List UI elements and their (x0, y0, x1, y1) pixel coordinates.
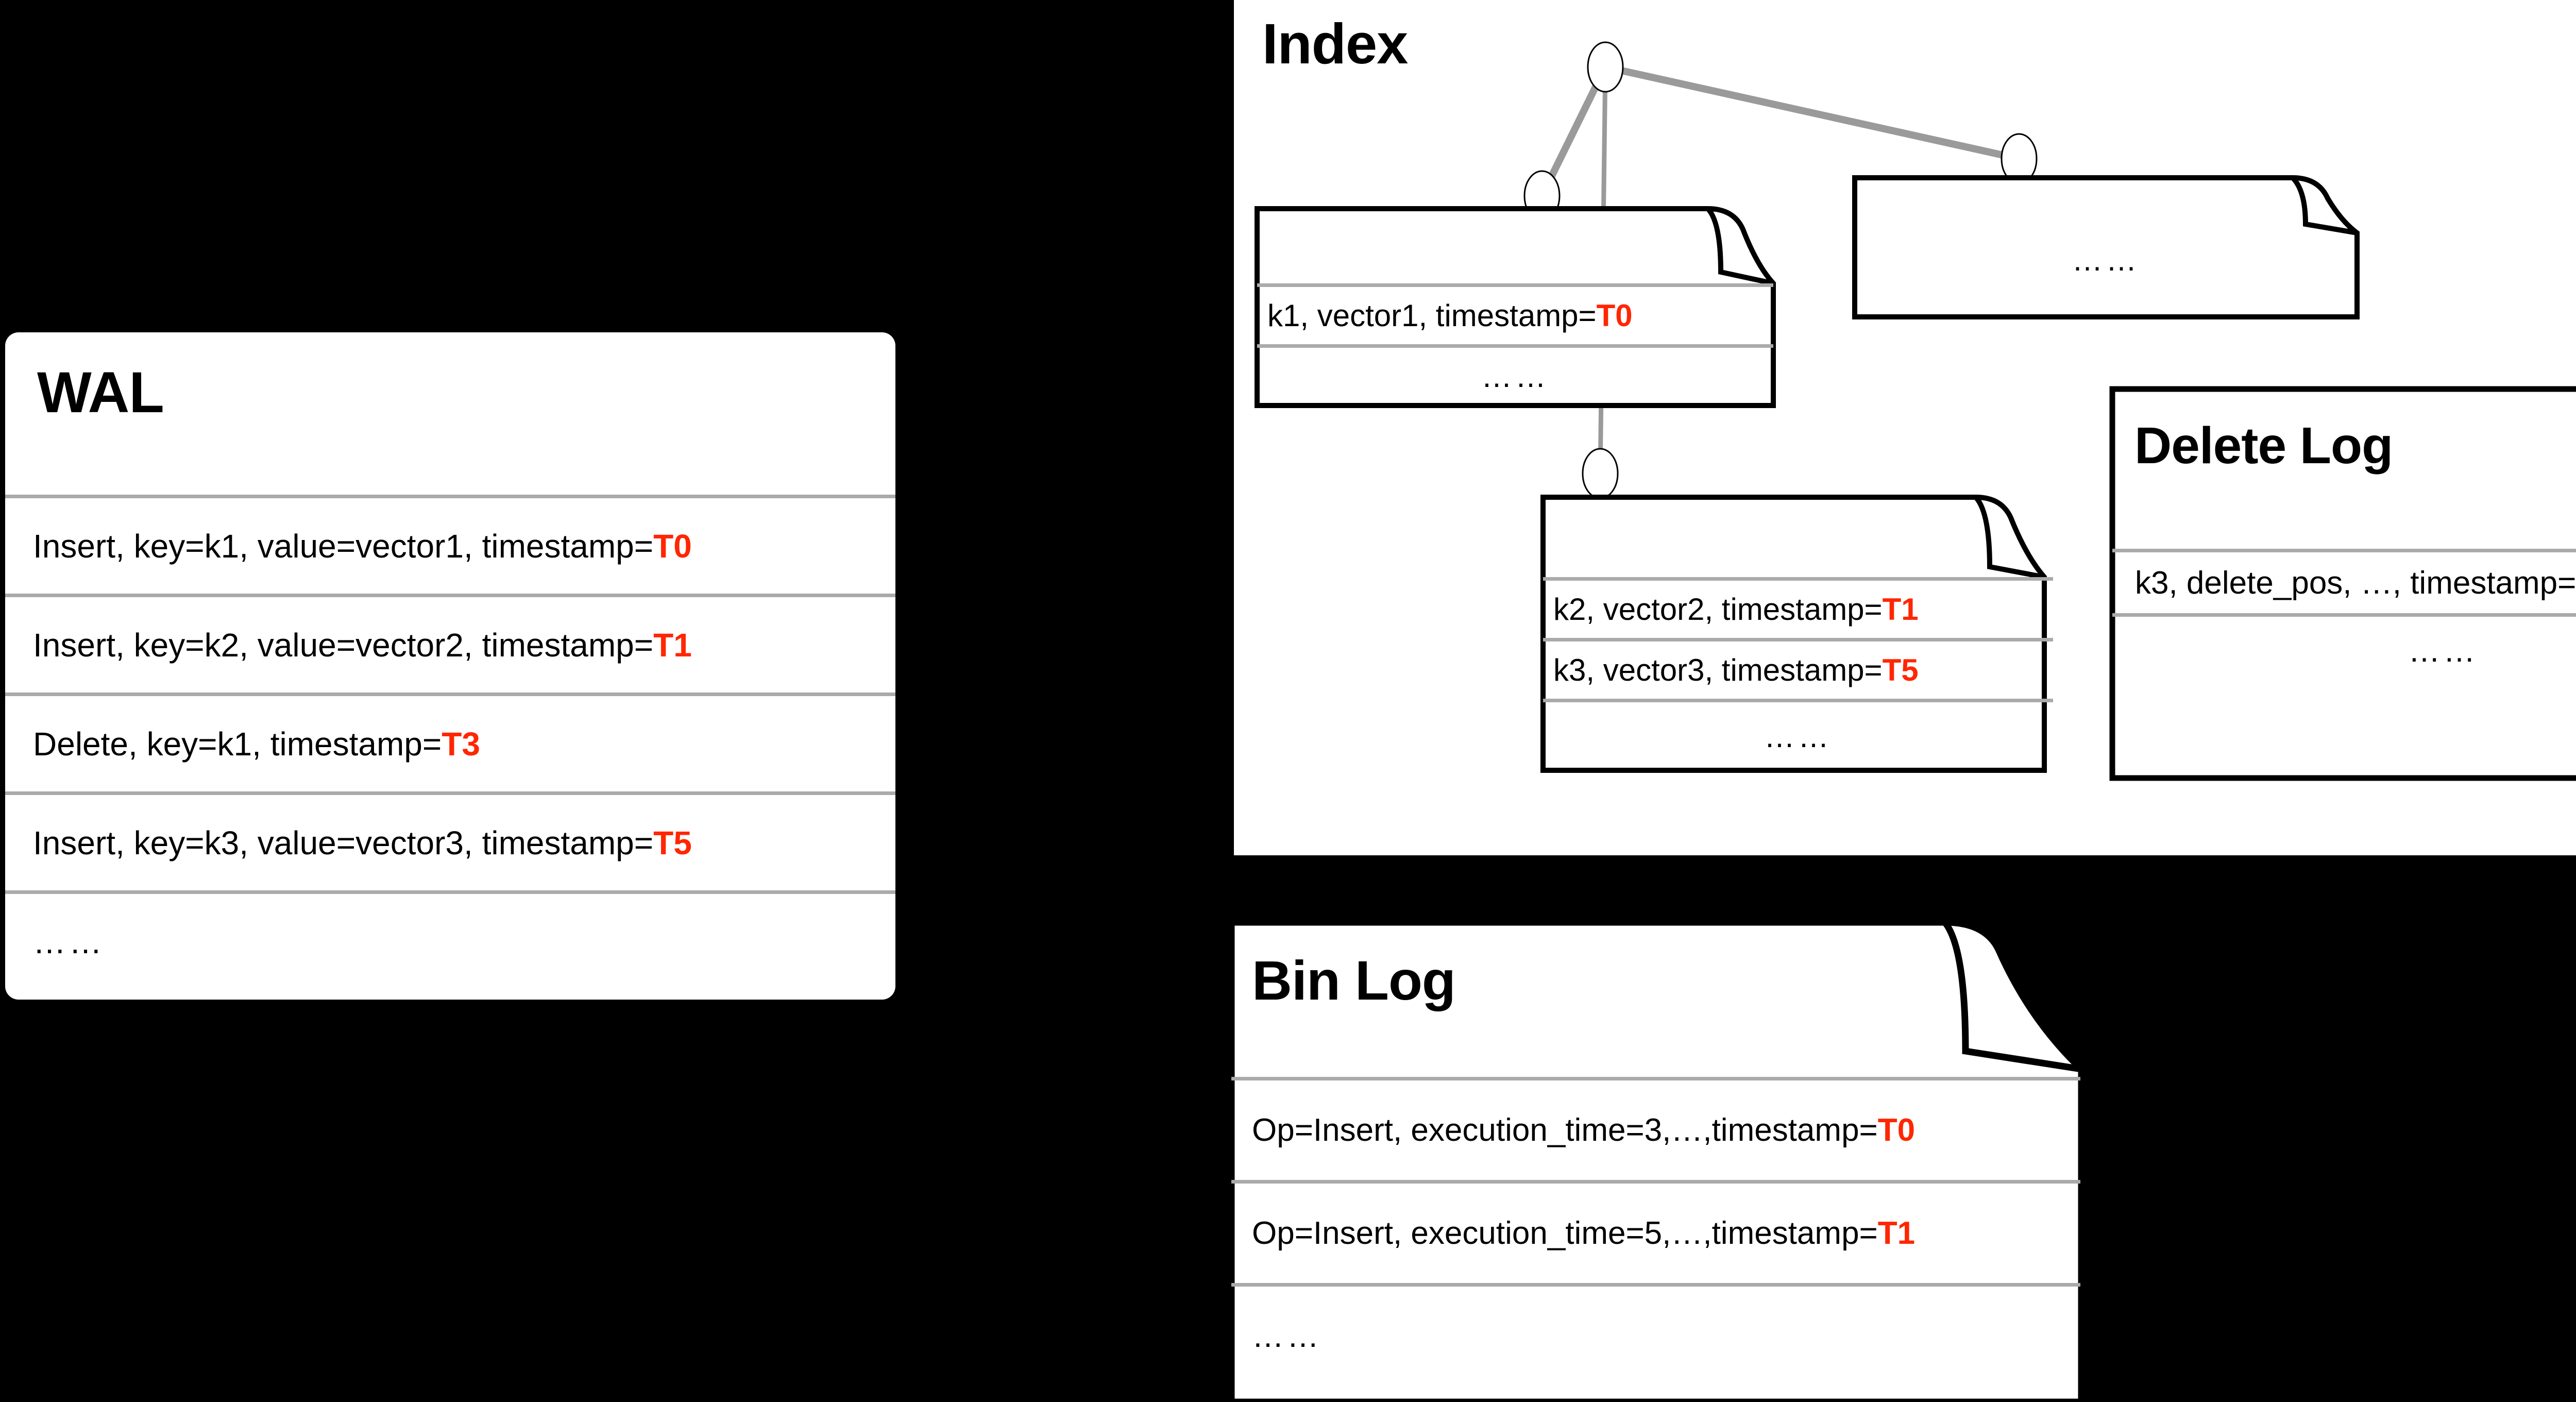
tree-node-root[interactable] (1587, 41, 1624, 93)
tree-edge-root-right (1604, 63, 2020, 162)
bin-log-row-text: Op=Insert, execution_time=5,…,timestamp= (1252, 1215, 1878, 1251)
bin-log-row-timestamp: T1 (1877, 1215, 1916, 1251)
index-card-row-timestamp: T1 (1882, 592, 1919, 627)
bin-log-row: …… (1231, 1283, 2080, 1386)
card-outline (2109, 386, 2576, 781)
wal-row-text: Insert, key=k1, value=vector1, timestamp… (33, 527, 654, 565)
wal-row: Insert, key=k3, value=vector3, timestamp… (5, 791, 895, 890)
wal-row-text: Insert, key=k2, value=vector2, timestamp… (33, 626, 654, 664)
bin-log-card: Bin Log Op=Insert, execution_time=3,…,ti… (1228, 919, 2200, 1402)
bin-log-row-text: …… (1252, 1319, 1322, 1354)
wal-row-list: Insert, key=k1, value=vector1, timestamp… (5, 495, 895, 989)
bin-log-title: Bin Log (1252, 949, 1456, 1011)
card-outline (1228, 919, 2085, 1402)
index-leaf-ellipsis-card: …… (1852, 175, 2360, 319)
index-leaf-k1-rows: k1, vector1, timestamp=T0 …… (1257, 283, 1773, 405)
index-card-row-text: …… (1481, 359, 1549, 394)
index-title: Index (1262, 12, 1408, 76)
index-leaf-k2-k3-card: k2, vector2, timestamp=T1 k3, vector3, t… (1540, 495, 2056, 773)
delete-log-row: …… (2112, 613, 2576, 685)
index-card-row-text: …… (2072, 243, 2140, 277)
wal-row-text: …… (33, 923, 105, 960)
index-card-row-text: k3, vector3, timestamp= (1553, 653, 1883, 687)
bin-log-row: Op=Insert, execution_time=5,…,timestamp=… (1231, 1180, 2080, 1283)
index-card-row-text: k1, vector1, timestamp= (1267, 298, 1597, 333)
delete-log-row: k3, delete_pos, …, timestamp=T3 (2112, 549, 2576, 613)
wal-row-text: Delete, key=k1, timestamp= (33, 725, 442, 763)
wal-row: …… (5, 890, 895, 989)
card-outline (1255, 206, 1776, 408)
wal-row: Insert, key=k1, value=vector1, timestamp… (5, 495, 895, 594)
wal-row: Insert, key=k2, value=vector2, timestamp… (5, 594, 895, 692)
index-card-row: …… (1543, 699, 2053, 771)
bin-log-row: Op=Insert, execution_time=3,…,timestamp=… (1231, 1077, 2080, 1180)
wal-row: Delete, key=k1, timestamp=T3 (5, 692, 895, 791)
wal-row-timestamp: T3 (442, 725, 480, 763)
index-panel: Index k1, vector1, times (1234, 0, 2576, 855)
tree-edge-root-left (1538, 65, 1609, 198)
index-card-row: …… (1257, 344, 1773, 405)
delete-log-row-text: …… (2408, 633, 2479, 669)
index-card-row-timestamp: T0 (1596, 298, 1633, 333)
tree-node-mid[interactable] (1582, 448, 1619, 499)
index-leaf-k2-k3-rows: k2, vector2, timestamp=T1 k3, vector3, t… (1543, 577, 2053, 771)
delete-log-rows: k3, delete_pos, …, timestamp=T3 …… (2112, 549, 2576, 685)
index-card-row: k2, vector2, timestamp=T1 (1543, 577, 2053, 638)
bin-log-row-timestamp: T0 (1877, 1112, 1916, 1148)
index-card-row: k1, vector1, timestamp=T0 (1257, 283, 1773, 344)
delete-log-row-text: k3, delete_pos, …, timestamp= (2135, 565, 2576, 601)
delete-log-card: Delete Log k3, delete_pos, …, timestamp=… (2109, 386, 2576, 781)
wal-panel: WAL Insert, key=k1, value=vector1, times… (5, 332, 895, 1000)
wal-row-timestamp: T0 (653, 527, 692, 565)
bin-log-row-text: Op=Insert, execution_time=3,…,timestamp= (1252, 1112, 1878, 1148)
index-card-row-timestamp: T5 (1882, 653, 1919, 687)
wal-row-timestamp: T5 (653, 824, 692, 862)
wal-row-timestamp: T1 (653, 626, 692, 664)
index-leaf-k1-card: k1, vector1, timestamp=T0 …… (1255, 206, 1776, 408)
wal-row-text: Insert, key=k3, value=vector3, timestamp… (33, 824, 654, 862)
wal-title: WAL (37, 360, 164, 425)
delete-log-title: Delete Log (2134, 417, 2393, 475)
index-card-row: k3, vector3, timestamp=T5 (1543, 638, 2053, 699)
index-card-row-text: …… (1764, 719, 1832, 754)
bin-log-rows: Op=Insert, execution_time=3,…,timestamp=… (1231, 1077, 2080, 1386)
index-card-row-text: k2, vector2, timestamp= (1553, 592, 1883, 627)
card-outline (1852, 175, 2360, 319)
